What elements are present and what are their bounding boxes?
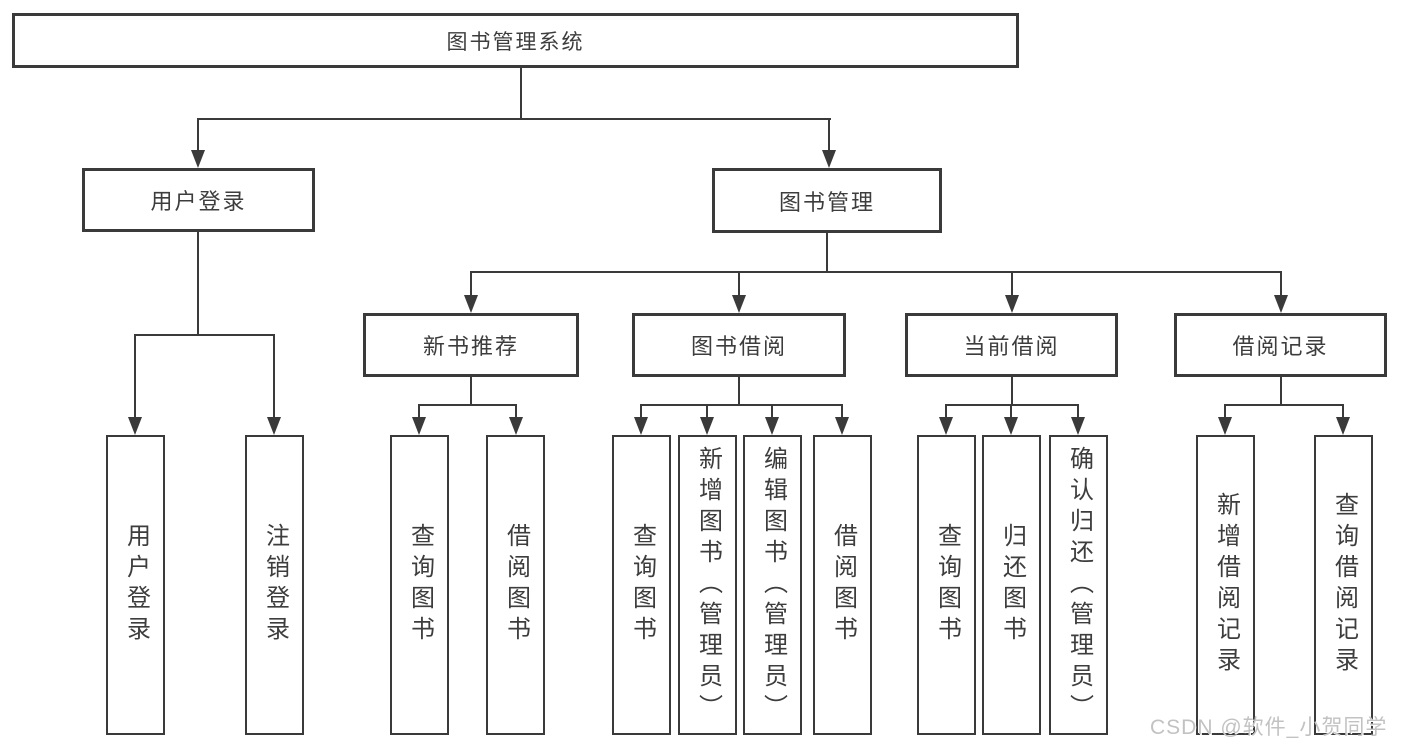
arrow-down-icon xyxy=(822,150,836,168)
connector-line xyxy=(1342,404,1344,418)
connector-line xyxy=(418,404,420,418)
leaf-add-borrow-record: 新增借阅记录 xyxy=(1196,435,1255,735)
node-borrow-records: 借阅记录 xyxy=(1174,313,1387,377)
arrow-down-icon xyxy=(1005,295,1019,313)
connector-line xyxy=(1224,404,1344,406)
connector-line xyxy=(828,118,830,151)
leaf-label: 借阅图书 xyxy=(829,523,857,647)
leaf-query-books-current: 查询图书 xyxy=(917,435,976,735)
connector-line xyxy=(134,334,136,418)
node-root-library-system: 图书管理系统 xyxy=(12,13,1019,68)
leaf-label: 新增图书（管理员） xyxy=(694,445,722,725)
connector-line xyxy=(418,404,517,406)
connector-line xyxy=(1010,404,1012,418)
connector-line xyxy=(273,334,275,418)
connector-line xyxy=(470,377,472,405)
arrow-down-icon xyxy=(128,417,142,435)
connector-line xyxy=(738,377,740,405)
leaf-label: 查询图书 xyxy=(933,523,961,647)
leaf-label: 查询借阅记录 xyxy=(1330,492,1358,678)
node-book-borrow: 图书借阅 xyxy=(632,313,846,377)
leaf-label: 编辑图书（管理员） xyxy=(759,445,787,725)
arrow-down-icon xyxy=(267,417,281,435)
leaf-label: 确认归还（管理员） xyxy=(1065,445,1093,725)
leaf-label: 借阅图书 xyxy=(502,523,530,647)
connector-line xyxy=(470,271,1282,273)
node-book-management: 图书管理 xyxy=(712,168,942,233)
arrow-down-icon xyxy=(1274,295,1288,313)
connector-line xyxy=(841,404,843,418)
leaf-logout: 注销登录 xyxy=(245,435,304,735)
arrow-down-icon xyxy=(1071,417,1085,435)
leaf-add-books-admin: 新增图书（管理员） xyxy=(678,435,737,735)
arrow-down-icon xyxy=(732,295,746,313)
leaf-query-books: 查询图书 xyxy=(612,435,671,735)
leaf-borrow-books: 借阅图书 xyxy=(813,435,872,735)
connector-line xyxy=(1077,404,1079,418)
connector-line xyxy=(197,232,199,336)
arrow-down-icon xyxy=(191,150,205,168)
csdn-watermark: CSDN @软件_小贺同学 xyxy=(1150,716,1388,739)
connector-line xyxy=(640,404,642,418)
leaf-user-login: 用户登录 xyxy=(106,435,165,735)
connector-line xyxy=(197,118,831,120)
connector-line xyxy=(640,404,843,406)
arrow-down-icon xyxy=(700,417,714,435)
arrow-down-icon xyxy=(835,417,849,435)
arrow-down-icon xyxy=(464,295,478,313)
arrow-down-icon xyxy=(634,417,648,435)
leaf-label: 注销登录 xyxy=(261,523,289,647)
leaf-confirm-return-admin: 确认归还（管理员） xyxy=(1049,435,1108,735)
leaf-label: 新增借阅记录 xyxy=(1212,492,1240,678)
connector-line xyxy=(520,68,522,119)
leaf-label: 用户登录 xyxy=(122,523,150,647)
arrow-down-icon xyxy=(1336,417,1350,435)
node-new-book-recommend: 新书推荐 xyxy=(363,313,579,377)
connector-line xyxy=(1011,271,1013,297)
connector-line xyxy=(945,404,1079,406)
leaf-query-books-recommend: 查询图书 xyxy=(390,435,449,735)
leaf-return-books: 归还图书 xyxy=(982,435,1041,735)
connector-line xyxy=(1224,404,1226,418)
arrow-down-icon xyxy=(1218,417,1232,435)
connector-line xyxy=(470,271,472,297)
leaf-label: 查询图书 xyxy=(628,523,656,647)
arrow-down-icon xyxy=(509,417,523,435)
leaf-query-borrow-record: 查询借阅记录 xyxy=(1314,435,1373,735)
connector-line xyxy=(706,404,708,418)
arrow-down-icon xyxy=(1004,417,1018,435)
connector-line xyxy=(945,404,947,418)
connector-line xyxy=(1011,377,1013,405)
node-user-login: 用户登录 xyxy=(82,168,315,232)
connector-line xyxy=(197,118,199,151)
arrow-down-icon xyxy=(765,417,779,435)
node-current-borrow: 当前借阅 xyxy=(905,313,1118,377)
connector-line xyxy=(515,404,517,418)
connector-line xyxy=(1280,271,1282,297)
leaf-label: 归还图书 xyxy=(998,523,1026,647)
connector-line xyxy=(826,233,828,273)
connector-line xyxy=(771,404,773,418)
leaf-borrow-books-recommend: 借阅图书 xyxy=(486,435,545,735)
connector-line xyxy=(1280,377,1282,405)
connector-line xyxy=(738,271,740,297)
leaf-edit-books-admin: 编辑图书（管理员） xyxy=(743,435,802,735)
leaf-label: 查询图书 xyxy=(406,523,434,647)
arrow-down-icon xyxy=(939,417,953,435)
arrow-down-icon xyxy=(412,417,426,435)
connector-line xyxy=(134,334,275,336)
